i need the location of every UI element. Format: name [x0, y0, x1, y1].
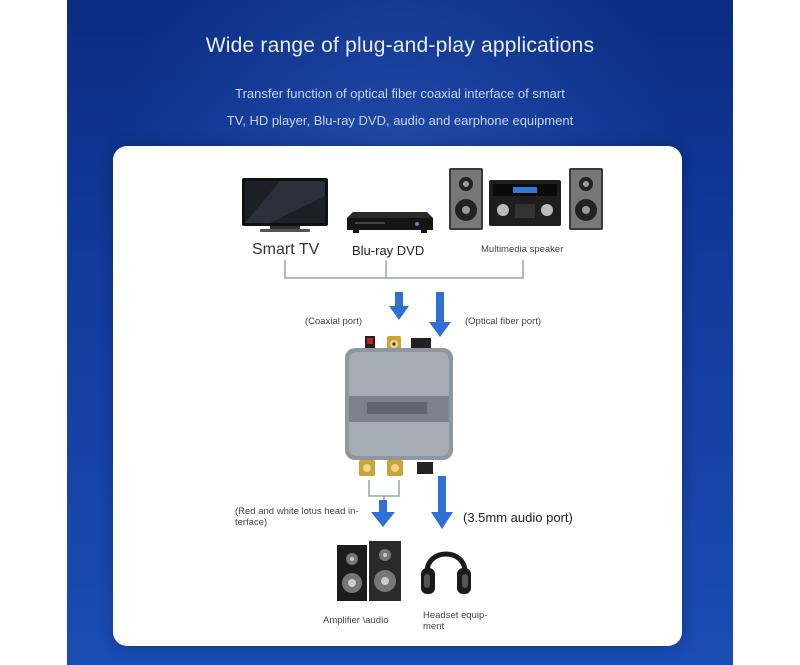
- label-coaxial-port: (Coaxial port): [305, 316, 363, 327]
- label-multimedia-speaker: Multimedia speaker: [481, 244, 564, 255]
- label-optical-port: (Optical fiber port): [465, 316, 542, 327]
- diagram-card: Smart TV Blu-ray DVD: [113, 146, 682, 646]
- coaxial-arrow-icon: [389, 292, 409, 320]
- rca-arrow-icon: [371, 500, 395, 527]
- smart-tv-icon: [242, 178, 328, 232]
- headset-icon: [421, 551, 471, 594]
- label-amplifier: Amplifier \audio: [323, 615, 389, 626]
- subtitle-line-1: Transfer function of optical fiber coaxi…: [235, 86, 565, 101]
- optical-arrow-icon: [429, 292, 451, 337]
- audio-port-arrow-icon: [431, 476, 453, 529]
- subtitle-line-2: TV, HD player, Blu-ray DVD, audio and ea…: [226, 113, 574, 128]
- label-headset-line-1: Headset equip-: [423, 610, 488, 621]
- label-rca-line-1: (Red and white lotus head in-: [235, 506, 359, 517]
- rca-bracket: [368, 480, 400, 500]
- label-headset-line-2: ment: [423, 621, 445, 632]
- bluray-player-icon: [347, 212, 433, 233]
- audio-converter-device: [345, 336, 453, 476]
- headline: Wide range of plug-and-play applications: [205, 34, 595, 57]
- label-rca-line-2: terface): [235, 517, 268, 528]
- label-smart-tv: Smart TV: [252, 241, 320, 258]
- amplifier-speaker-icon: [337, 541, 401, 601]
- source-bracket: [284, 260, 524, 279]
- label-bluray: Blu-ray DVD: [352, 243, 425, 258]
- multimedia-speaker-icon: [449, 168, 603, 230]
- label-audio-port: (3.5mm audio port): [463, 510, 573, 525]
